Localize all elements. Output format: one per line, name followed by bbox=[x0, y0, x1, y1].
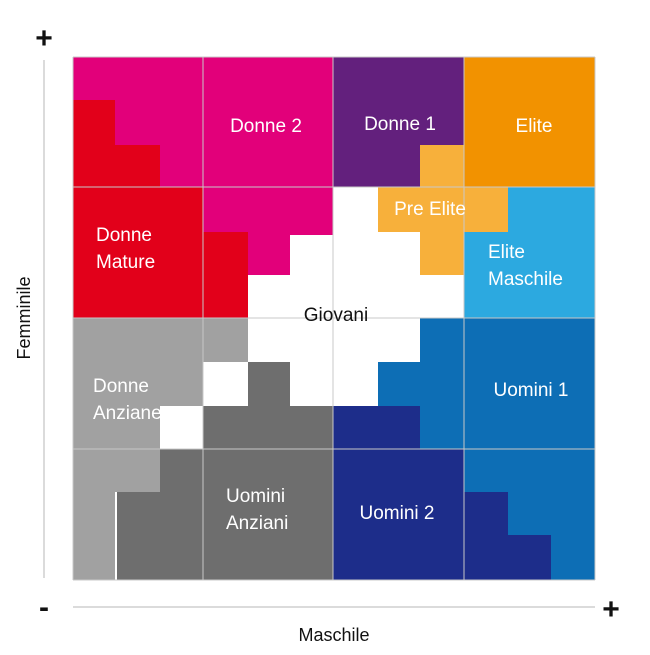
label-line: Donne bbox=[96, 225, 152, 246]
label-line: Anziane bbox=[93, 403, 162, 424]
shape-elite bbox=[464, 57, 595, 187]
label-line: Uomini bbox=[226, 486, 285, 507]
shape-donne-mature bbox=[73, 100, 248, 318]
label-donne-2: Donne 2 bbox=[230, 116, 302, 137]
label-elite: Elite bbox=[516, 116, 553, 137]
origin-minus: - bbox=[39, 591, 49, 624]
label-line: Uomini 1 bbox=[494, 380, 569, 401]
y-axis-label: Femminile bbox=[14, 276, 34, 359]
region-shapes bbox=[73, 57, 595, 580]
label-line: Maschile bbox=[488, 269, 563, 290]
axes: + - + Femminile Maschile bbox=[14, 22, 620, 645]
label-line: Elite bbox=[516, 116, 553, 137]
grid-lines bbox=[72, 56, 596, 581]
label-line: Donne 2 bbox=[230, 116, 302, 137]
label-line: Elite bbox=[488, 242, 525, 263]
label-line: Donne bbox=[93, 376, 149, 397]
x-axis-label: Maschile bbox=[298, 625, 369, 645]
label-uomini-1: Uomini 1 bbox=[494, 380, 569, 401]
label-line: Donne 1 bbox=[364, 114, 436, 135]
label-line: Anziani bbox=[226, 513, 288, 534]
shape-pre-elite bbox=[378, 145, 508, 275]
label-line: Giovani bbox=[304, 305, 368, 326]
label-donne-1: Donne 1 bbox=[364, 114, 436, 135]
label-line: Pre Elite bbox=[394, 199, 466, 220]
shape-elite-maschile bbox=[464, 187, 595, 318]
label-pre-elite: Pre Elite bbox=[394, 199, 466, 220]
shape-donne-anziane bbox=[73, 318, 248, 580]
label-giovani: Giovani bbox=[304, 305, 368, 326]
label-line: Mature bbox=[96, 252, 155, 273]
label-uomini-2: Uomini 2 bbox=[360, 503, 435, 524]
y-axis-plus: + bbox=[35, 22, 53, 55]
x-axis-plus: + bbox=[602, 593, 620, 626]
shape-uomini-anziani bbox=[117, 362, 333, 580]
label-line: Uomini 2 bbox=[360, 503, 435, 524]
shape-donne-1 bbox=[333, 57, 464, 187]
